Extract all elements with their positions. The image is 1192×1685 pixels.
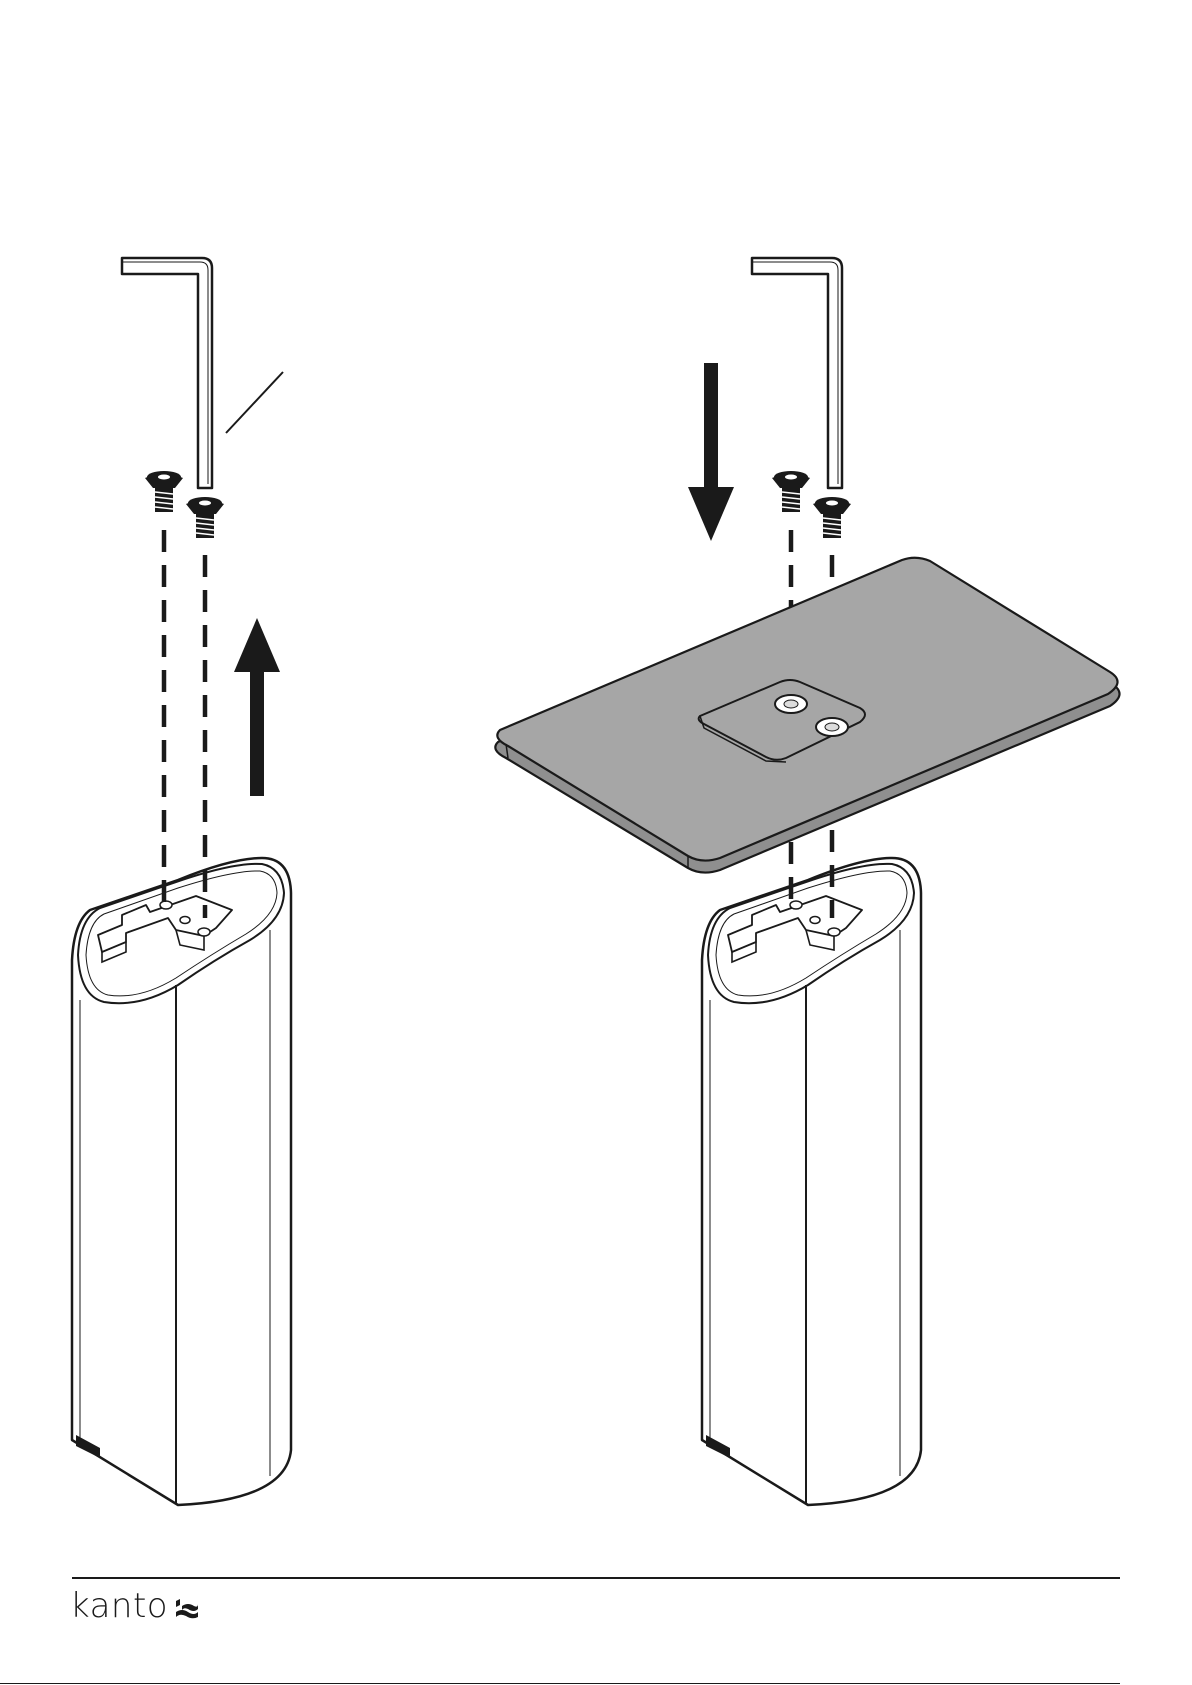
step-left [72, 258, 291, 1505]
wave-logo-icon [174, 1597, 200, 1619]
brand-logo: kanto [70, 1586, 200, 1626]
step-right [495, 258, 1119, 1505]
screw-icon [145, 471, 183, 512]
stand-column-left [72, 858, 291, 1505]
hex-key-icon [752, 258, 842, 488]
screw-icon [813, 497, 851, 538]
brand-wordmark: kanto [70, 1586, 168, 1626]
footer-divider [72, 1577, 1120, 1579]
arrow-down-icon [688, 363, 734, 541]
callout-leader-line [226, 372, 283, 433]
stand-column-right [702, 858, 921, 1505]
mounting-plate [495, 558, 1119, 873]
screw-icon [186, 497, 224, 538]
hex-key-icon [122, 258, 212, 488]
page-bottom-rule [0, 1683, 1120, 1684]
arrow-up-icon [234, 618, 280, 796]
screw-icon [772, 471, 810, 512]
